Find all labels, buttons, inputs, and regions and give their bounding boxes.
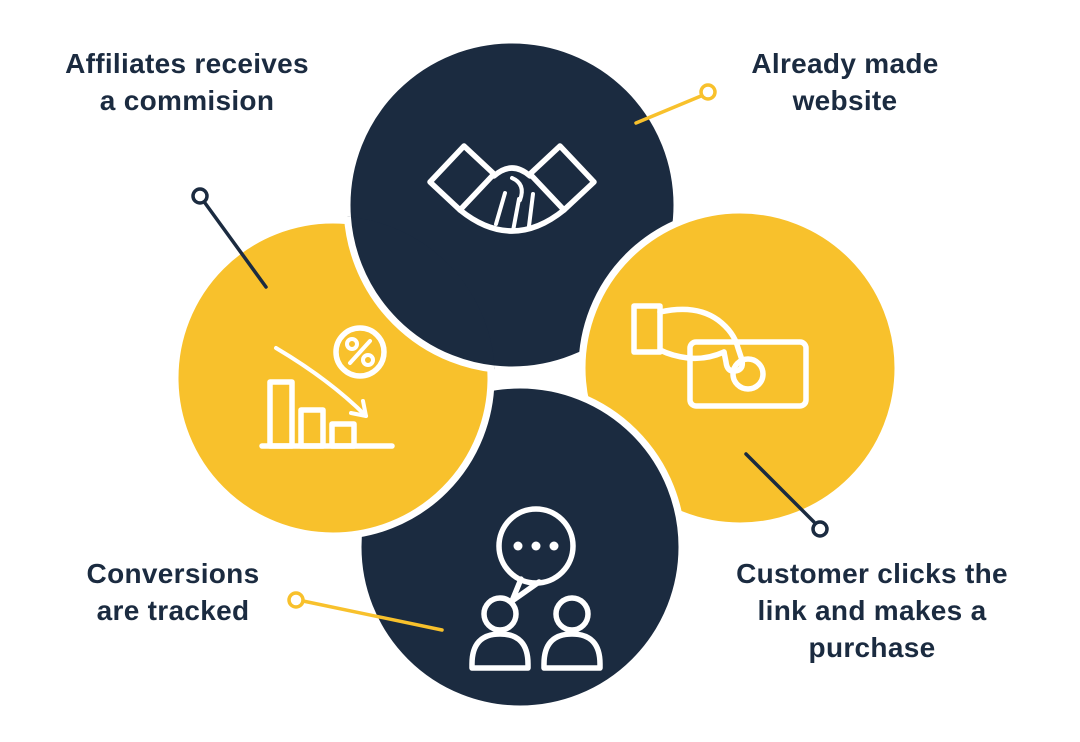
label-customer-purchase: Customer clicks the link and makes a pur… [736,558,1008,663]
connectors [191,83,829,632]
person-head-right [553,595,591,633]
banknote-coin-mark [730,356,766,392]
label-affiliates-commission: Affiliates receives a commision [65,48,309,116]
conversation-people-icon [469,506,603,671]
circle-top-overlap-patch [343,216,495,374]
hand-giving-money-icon [631,303,809,409]
connector-line-purchase [744,452,816,524]
connector-line-commission [203,201,268,289]
declining-arrowhead [349,399,368,418]
connector-line-conversions [301,599,444,632]
hand-fingers-shape [657,347,727,362]
label-conversions-tracked: Conversions are tracked [86,558,260,626]
connector-ring-purchase [811,520,829,538]
percent-slash [348,339,372,365]
hand-cuff-shape [631,303,663,355]
declining-arrow [274,346,368,418]
percent-dot-bottom [361,353,375,367]
pointing-hand-shape [657,306,746,374]
connector-ring-website [699,83,717,101]
percent-badge-circle [333,325,387,379]
bubble-dot [549,541,559,551]
connector-line-website [634,94,703,125]
person-head-left [481,595,519,633]
person-body-left [469,631,531,671]
percent-dot-top [345,337,359,351]
label-already-made-website: Already made website [751,48,939,116]
chart-bar-tall [267,379,295,449]
connector-ring-conversions [287,591,305,609]
person-body-right [541,631,603,671]
bubble-dot [513,541,523,551]
declining-chart-percent-icon [259,325,395,449]
bubble-dot [531,541,541,551]
banknote-shape [687,339,809,409]
chart-bar-short [329,421,357,449]
connector-ring-commission [191,187,209,205]
handshake-icon [427,143,597,234]
chart-bar-medium [298,407,326,449]
